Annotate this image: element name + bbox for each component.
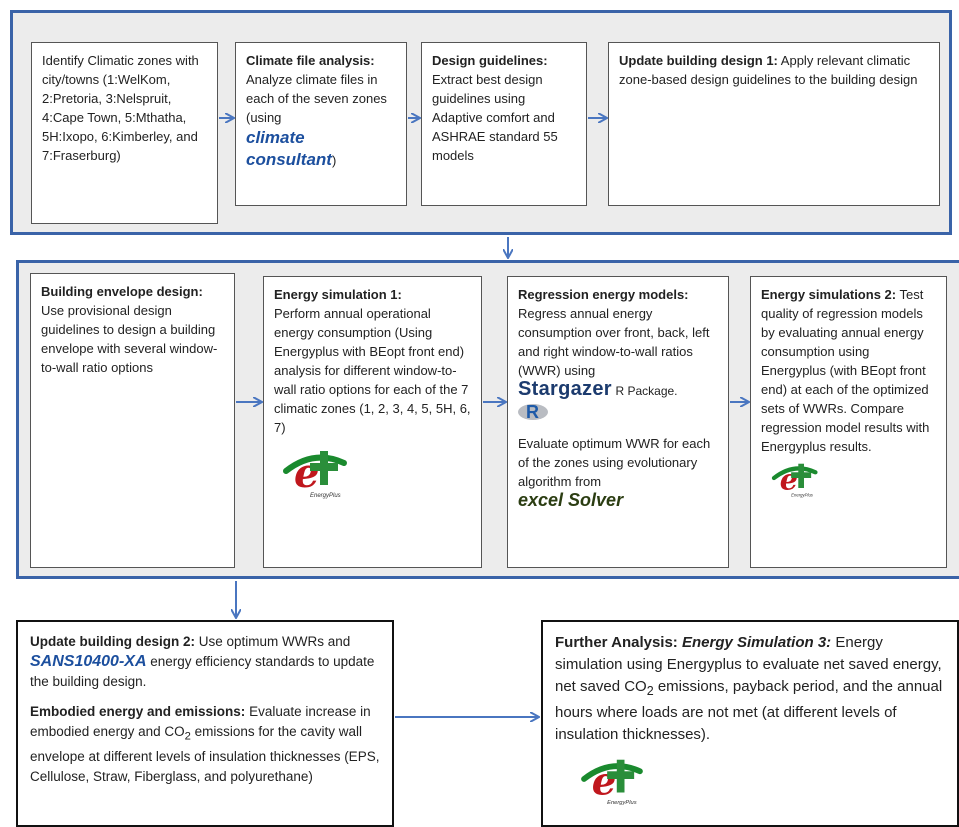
climate-consultant-brand: climate consultant [246,128,332,169]
update-design-2-text: Use optimum WWRs and [198,634,351,649]
building-envelope-design-text: Use provisional design guidelines to des… [41,303,218,375]
stargazer-brand: Stargazer [518,378,612,400]
energy-simulation-1-title: Energy simulation 1: [274,287,402,302]
svg-text:EnergyPlus: EnergyPlus [791,493,814,498]
r-package-text: R Package. [615,384,678,398]
update-design-1-text: Apply relevant climatic zone-based desig… [619,53,918,87]
update-design-2-title: Update building design 2: [30,634,195,649]
climate-file-analysis-box: Climate file analysis: Analyze climate f… [235,42,407,206]
further-analysis-text-b: emissions, payback period, and the annua… [555,678,943,743]
energy-simulation-1-text: Perform annual operational energy consum… [274,306,471,435]
update-design-1-title: Update building design 1: [619,53,778,68]
energy-simulations-2-box: Energy simulations 2: Test quality of re… [750,276,947,568]
energy-simulations-2-title: Energy simulations 2: [761,287,897,302]
energy-simulation-1-box: Energy simulation 1: Perform annual oper… [263,276,482,568]
further-analysis-title: Further Analysis: [555,634,678,651]
building-envelope-design-title: Building envelope design: [41,284,203,299]
climate-file-analysis-text: Analyze climate files in each of the sev… [246,72,387,125]
identify-zones-box: Identify Climatic zones with city/towns … [31,42,218,224]
energyplus-logo: e EnergyPlus [581,759,643,806]
svg-text:e: e [294,450,319,497]
excel-solver-brand: excel Solver [518,490,624,510]
co2-subscript: 2 [184,730,191,743]
embodied-energy-text-b: emissions for the cavity wall envelope a… [30,724,380,784]
further-analysis-text-a: Energy simulation using Energyplus to ev… [555,634,942,695]
embodied-energy-block: Embodied energy and emissions: Evaluate … [30,702,380,787]
svg-text:e: e [592,759,617,804]
design-guidelines-box: Design guidelines: Extract best design g… [421,42,587,206]
design-guidelines-title: Design guidelines: [432,53,548,68]
building-envelope-design-box: Building envelope design: Use provisiona… [30,273,235,568]
climate-file-analysis-title: Climate file analysis: [246,53,375,68]
svg-text:EnergyPlus: EnergyPlus [310,493,341,499]
embodied-energy-title: Embodied energy and emissions: [30,704,246,719]
embodied-energy-text-a: Evaluate increase in embodied energy and… [30,704,371,739]
sans10400-brand: SANS10400-XA [30,653,147,670]
energy-simulations-2-text: Test quality of regression models by eva… [761,287,930,454]
design-guidelines-text: Extract best design guidelines using Ada… [432,72,558,163]
update-design-2-box: Update building design 2: Use optimum WW… [16,620,394,827]
regression-models-text: Regress annual energy consumption over f… [518,306,710,378]
regression-models-title: Regression energy models: [518,287,689,302]
svg-text:e: e [780,462,798,496]
svg-text:EnergyPlus: EnergyPlus [607,800,637,806]
climate-file-analysis-close: ) [331,153,337,168]
update-design-1-box: Update building design 1: Apply relevant… [608,42,940,206]
co2-subscript: 2 [646,684,654,698]
further-analysis-box: Further Analysis: Energy Simulation 3: E… [541,620,959,827]
regression-models-box: Regression energy models: Regress annual… [507,276,729,568]
identify-zones-text: Identify Climatic zones with city/towns … [42,53,199,163]
r-logo: R [518,402,552,424]
update-design-2-text-after: energy efficiency standards to update th… [30,654,375,689]
energy-simulation-3-title: Energy Simulation 3: [681,634,832,651]
energyplus-logo: e EnergyPlus [771,462,818,498]
energyplus-logo: e EnergyPlus [283,450,347,499]
regression-models-text-2: Evaluate optimum WWR for each of the zon… [518,436,711,489]
